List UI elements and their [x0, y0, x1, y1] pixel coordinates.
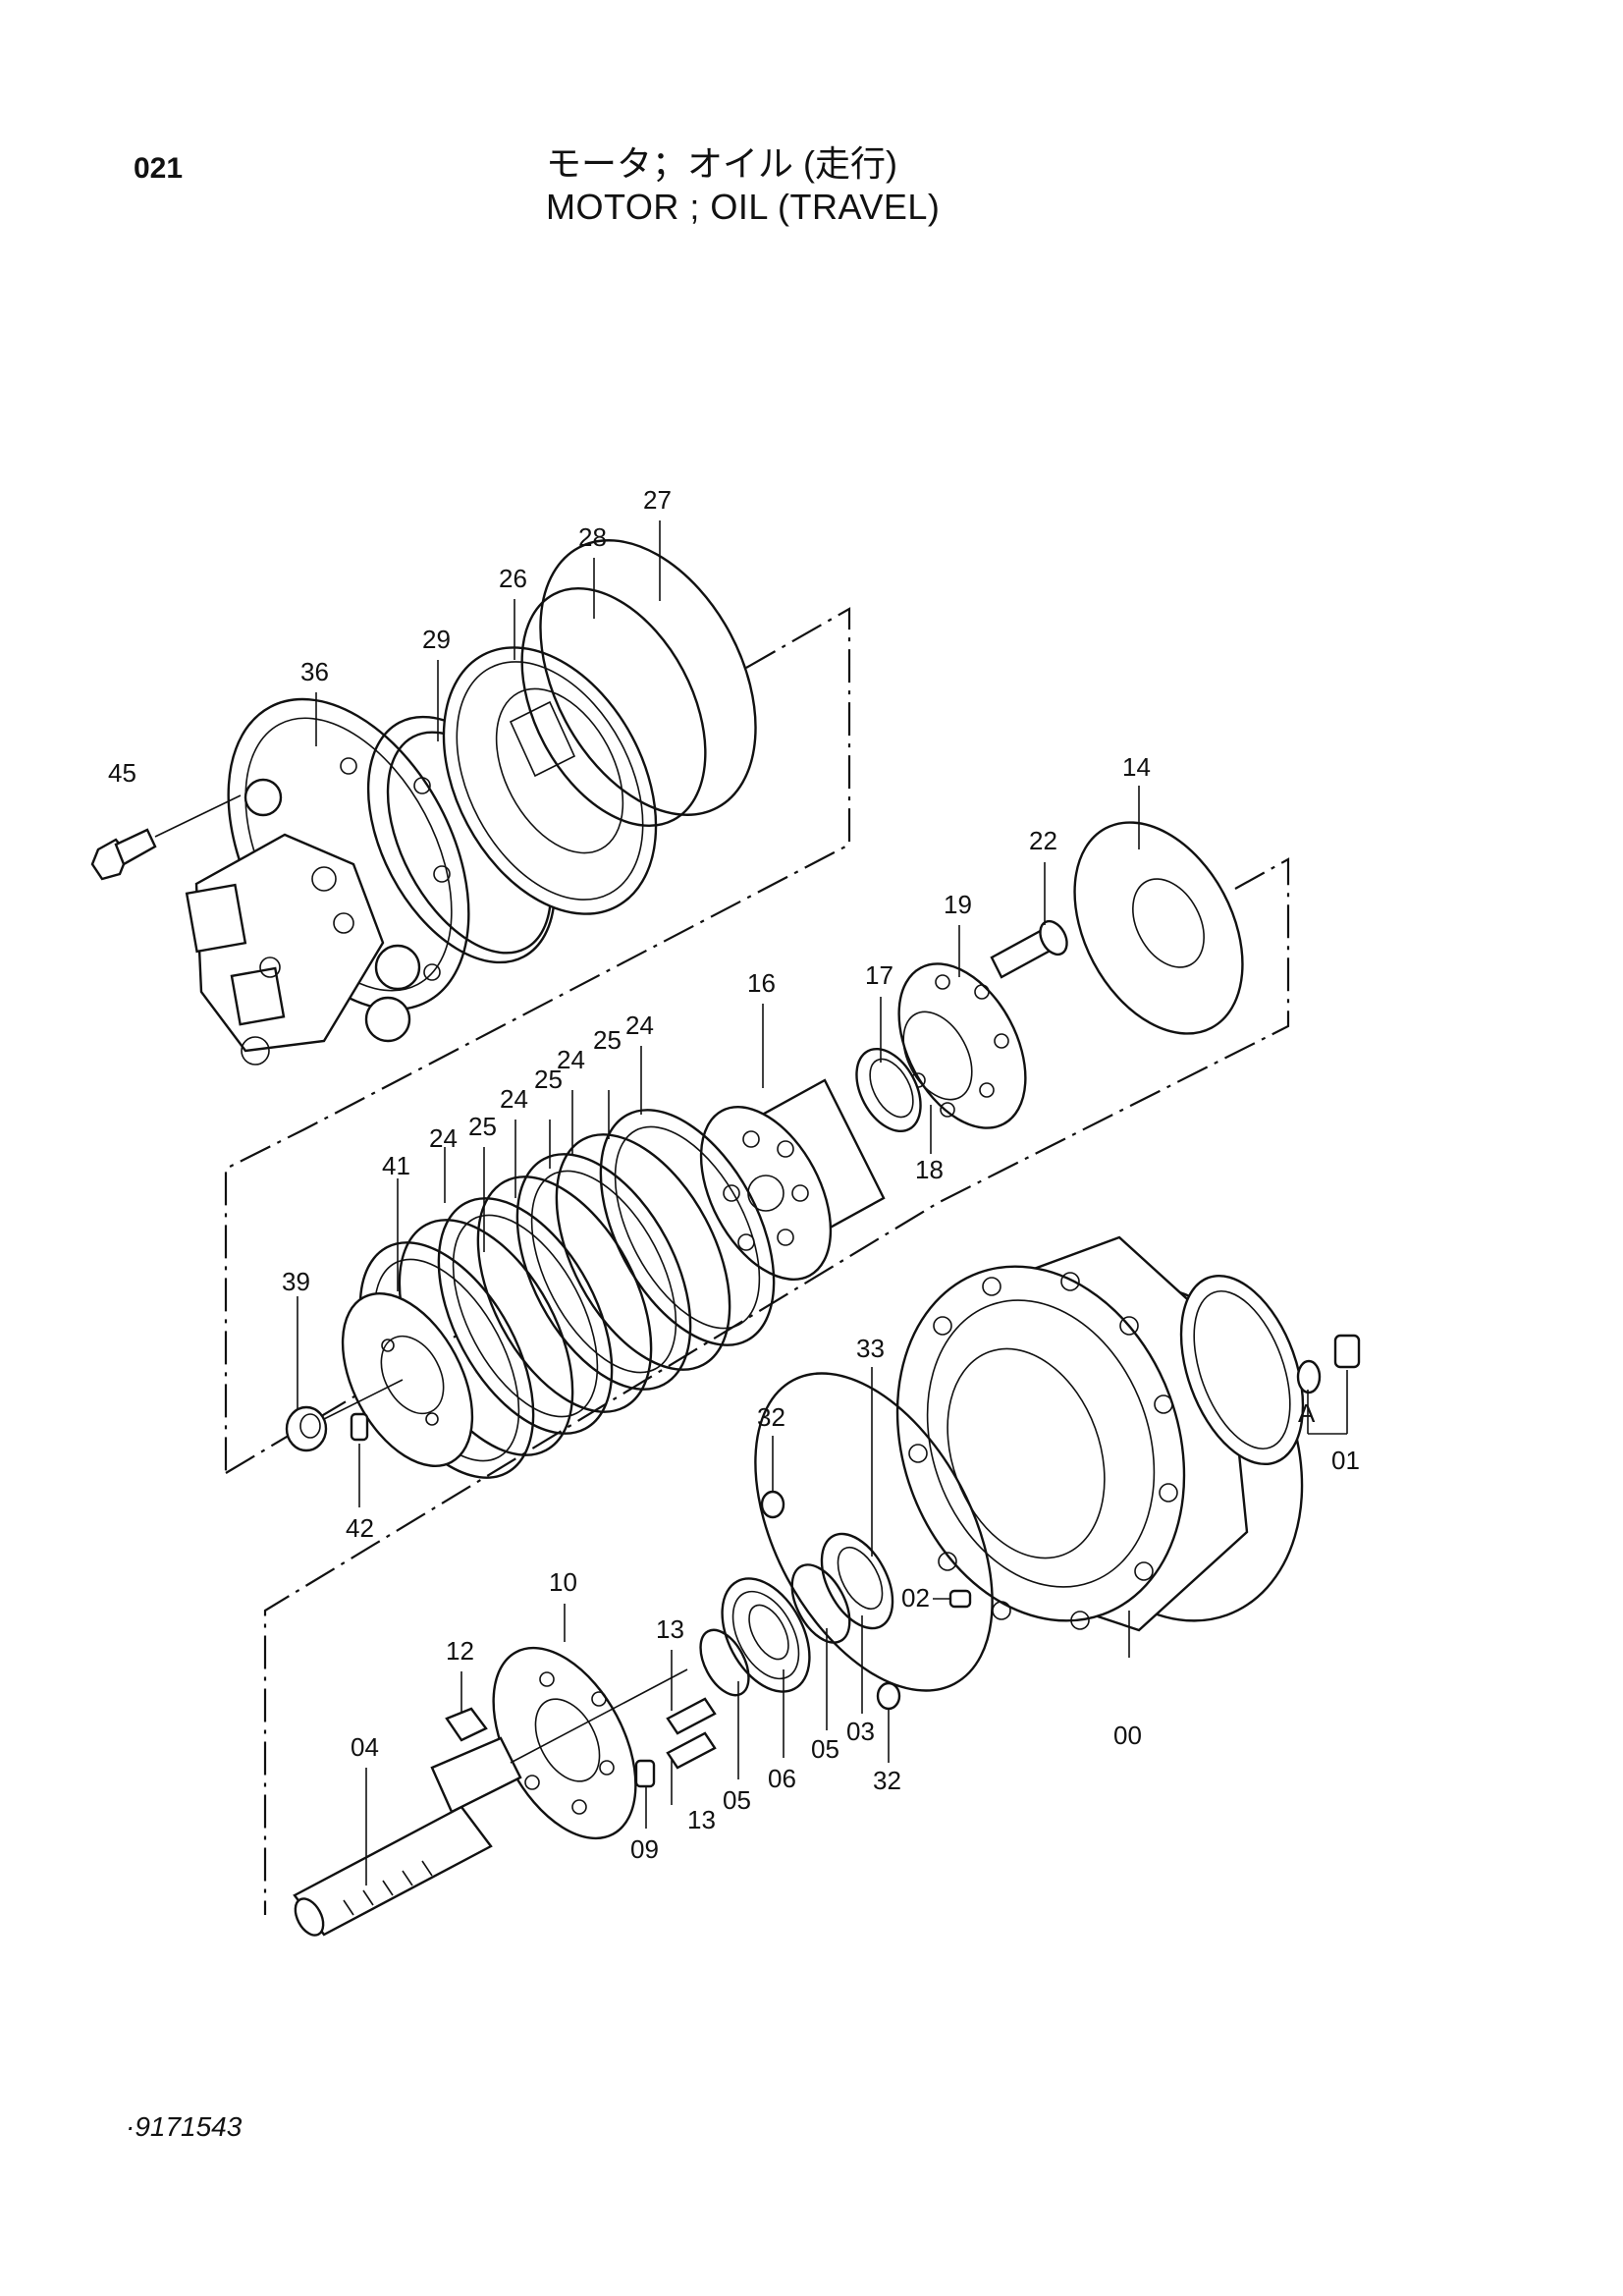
callout-26: 26 [499, 564, 527, 593]
callout-39: 39 [282, 1267, 310, 1296]
assembly-frame-middle [263, 857, 1290, 1915]
plug-02 [948, 1589, 972, 1609]
callouts: 27 28 26 29 36 45 14 22 19 17 16 18 24 2… [108, 485, 1360, 1864]
callout-05-lower: 05 [723, 1785, 751, 1815]
ring-gear [1179, 1274, 1305, 1466]
title-english: MOTOR ; OIL (TRAVEL) [546, 187, 941, 227]
plate-41 [341, 1292, 474, 1467]
pin-42 [350, 1412, 369, 1442]
callout-19: 19 [944, 890, 972, 919]
callout-06: 06 [768, 1764, 796, 1793]
callout-05-upper: 05 [811, 1734, 839, 1764]
key-12 [445, 1707, 488, 1742]
retainer-19 [897, 962, 1027, 1129]
callout-32-lower: 32 [873, 1766, 901, 1795]
friction-disc-stack [358, 1109, 776, 1479]
snap-ring-05-lower [699, 1628, 750, 1697]
seal-03 [820, 1532, 894, 1630]
o-ring-33 [754, 1372, 994, 1692]
callout-01: 01 [1331, 1446, 1360, 1475]
o-ring-28 [520, 587, 707, 827]
callout-32-upper: 32 [757, 1402, 785, 1432]
o-ring-32-lower [876, 1681, 901, 1711]
bushing-39 [285, 1379, 404, 1452]
callout-09: 09 [630, 1834, 659, 1864]
callout-00: 00 [1113, 1721, 1142, 1750]
callout-29: 29 [422, 625, 451, 654]
callout-45: 45 [108, 758, 136, 788]
shaft-04 [293, 1668, 688, 1937]
callout-13-lower: 13 [687, 1805, 716, 1834]
callout-10: 10 [549, 1567, 577, 1597]
page-number: 021 [134, 152, 184, 185]
snap-ring-05-upper [790, 1563, 851, 1644]
callout-04: 04 [351, 1732, 379, 1762]
motor-head-36 [185, 697, 470, 1066]
callout-03: 03 [846, 1717, 875, 1746]
callout-25-b: 25 [534, 1065, 563, 1094]
pin-13-upper [666, 1697, 717, 1735]
seal-17 [855, 1047, 922, 1133]
leader-lines [297, 520, 1140, 1886]
callout-33: 33 [856, 1334, 885, 1363]
callout-13-upper: 13 [656, 1614, 684, 1644]
callout-24-a: 24 [429, 1123, 458, 1153]
cylinder-block-16 [699, 1078, 886, 1281]
callout-17: 17 [865, 960, 893, 990]
callout-41: 41 [382, 1151, 410, 1180]
callout-27: 27 [643, 485, 672, 515]
plug-01 [1296, 1334, 1361, 1435]
bearing-06 [721, 1577, 811, 1693]
bolt-45 [90, 794, 242, 881]
callout-22: 22 [1029, 826, 1057, 855]
callout-24-c: 24 [557, 1045, 585, 1074]
plate-10 [492, 1646, 637, 1840]
pin-09 [634, 1759, 656, 1788]
callout-24-b: 24 [500, 1084, 528, 1114]
housing-26 [442, 646, 658, 915]
pin-13-lower [666, 1731, 717, 1770]
callout-25-c: 25 [593, 1025, 622, 1055]
callout-14: 14 [1122, 752, 1151, 782]
callout-16: 16 [747, 968, 776, 998]
callout-12: 12 [446, 1636, 474, 1666]
callout-02: 02 [901, 1583, 930, 1613]
callout-18: 18 [915, 1155, 944, 1184]
callout-25-a: 25 [468, 1112, 497, 1141]
callout-42: 42 [346, 1513, 374, 1543]
callout-A: A [1298, 1398, 1316, 1428]
callout-24-d: 24 [625, 1011, 654, 1040]
callout-28: 28 [578, 522, 607, 552]
title-japanese: モータ；オイル (走行) [546, 143, 897, 184]
plate-14 [1073, 821, 1244, 1035]
document-number: ·9171543 [126, 2111, 243, 2142]
o-ring-32-upper [760, 1490, 785, 1519]
bolt-22 [990, 919, 1068, 979]
o-ring-27 [539, 539, 757, 816]
callout-36: 36 [300, 657, 329, 686]
